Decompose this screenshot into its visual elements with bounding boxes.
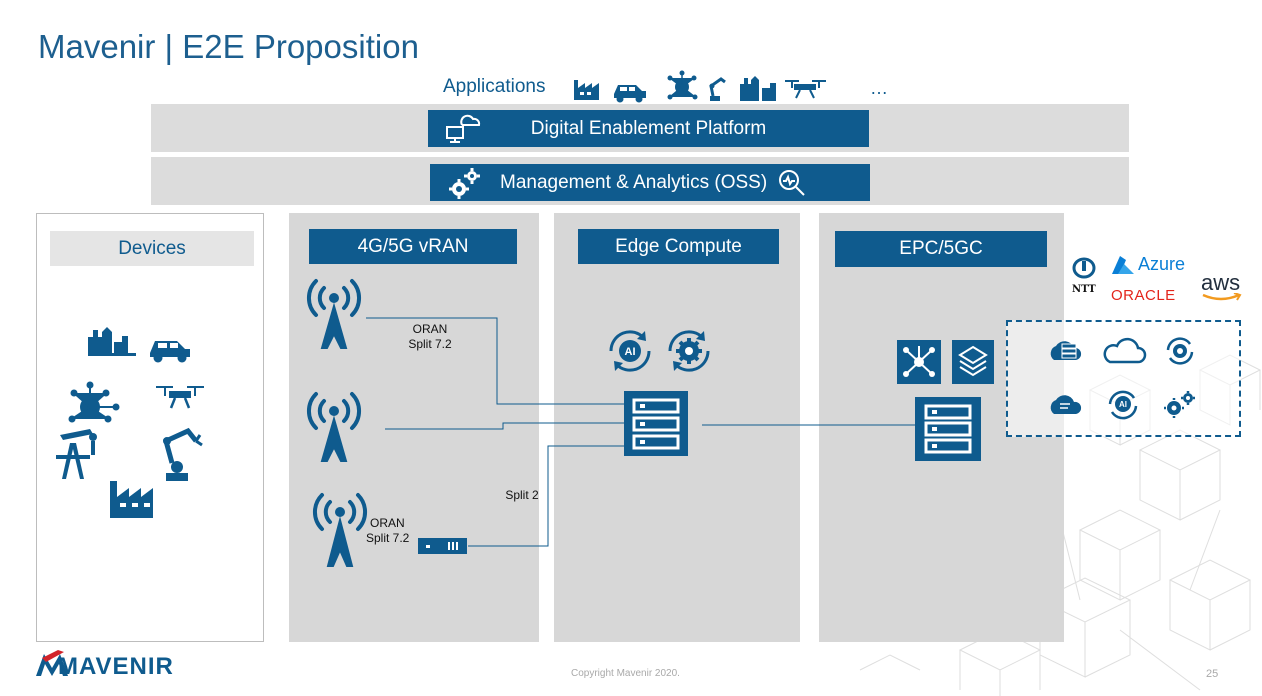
svg-text:AI: AI [1119, 400, 1127, 409]
applications-label: Applications [443, 76, 546, 97]
page-title: Mavenir | E2E Proposition [38, 28, 419, 65]
link-split2 [468, 445, 625, 547]
cloud-storage-icon [1050, 341, 1082, 360]
core-label: EPC/5GC [899, 238, 983, 259]
oil-pump-icon [56, 429, 97, 479]
cloud-icon [1103, 337, 1147, 364]
city-icon [88, 327, 136, 356]
oss-label: Management & Analytics (OSS) [500, 171, 768, 193]
split-label: Split 7.2 [408, 337, 452, 351]
cloud-desktop-icon [446, 114, 481, 143]
oran-split-label-bottom: ORAN Split 7.2 [364, 516, 420, 546]
gear-cycle-icon [1166, 337, 1194, 365]
ntt-logo [1072, 257, 1096, 279]
edge-server-icon [624, 391, 688, 456]
devices-header: Devices [50, 231, 254, 266]
devices-label: Devices [118, 237, 186, 259]
edge-header: Edge Compute [578, 229, 779, 264]
brand-name: MAVENIR [58, 653, 174, 680]
factory-icon [574, 80, 599, 100]
ntt-label: NTT [1072, 284, 1096, 295]
oran-label: ORAN [412, 322, 448, 336]
ai-cycle-icon: AI [1108, 390, 1138, 420]
oran-split-label-top: ORAN Split 7.2 [400, 322, 460, 352]
azure-logo-icon [1112, 256, 1134, 274]
split-label: Split 7.2 [366, 531, 410, 545]
applications-icons [574, 70, 826, 103]
page-number: 25 [1206, 668, 1219, 680]
analytics-magnifier-icon [779, 169, 805, 196]
link-middle-cell [385, 422, 625, 430]
cell-tower-icon [312, 493, 368, 567]
link-oran-top [366, 317, 625, 405]
cloud-services-icons: AI [1050, 337, 1195, 420]
vran-header: 4G/5G vRAN [309, 229, 517, 264]
mavenir-logo-icon [36, 650, 68, 676]
gear-cycle-icon [668, 330, 710, 372]
factory-icon [110, 481, 153, 518]
svg-text:AI: AI [625, 346, 636, 358]
oss-box: Management & Analytics (OSS) [430, 164, 870, 201]
iot-network-icon [667, 70, 698, 100]
car-icon [150, 341, 190, 363]
radio-unit-icon [418, 538, 467, 554]
cell-tower-icon [306, 392, 362, 462]
split2-label: Split 2 [505, 488, 539, 502]
applications-ellipsis: … [870, 78, 888, 98]
cloud-data-icon [1050, 395, 1082, 414]
azure-label: Azure [1138, 254, 1186, 274]
cell-tower-icon [306, 279, 362, 349]
iot-network-icon [68, 381, 120, 423]
oracle-label: ORACLE [1111, 287, 1176, 304]
edge-label: Edge Compute [615, 235, 742, 257]
core-server-icon [915, 397, 981, 461]
drone-icon [785, 80, 826, 99]
robot-arm-icon [163, 427, 203, 481]
city-icon [740, 76, 776, 101]
vran-label: 4G/5G vRAN [357, 235, 469, 257]
car-icon [614, 85, 646, 103]
oran-label: ORAN [370, 516, 405, 530]
robot-arm-icon [709, 77, 726, 101]
aws-smile-icon [1202, 293, 1242, 301]
copyright-text: Copyright Mavenir 2020. [571, 668, 680, 679]
core-header: EPC/5GC [835, 231, 1047, 267]
drone-icon [156, 386, 204, 409]
devices-icons [56, 327, 204, 518]
network-hub-icon [897, 340, 941, 384]
devices-panel [36, 213, 264, 642]
gears-icon [1164, 391, 1195, 418]
platform-box: Digital Enablement Platform [428, 110, 869, 147]
aws-label: aws [1201, 270, 1241, 295]
platform-label: Digital Enablement Platform [530, 117, 767, 139]
gears-icon [449, 168, 480, 199]
layers-icon [952, 340, 994, 384]
ai-cycle-icon: AI [609, 330, 651, 372]
